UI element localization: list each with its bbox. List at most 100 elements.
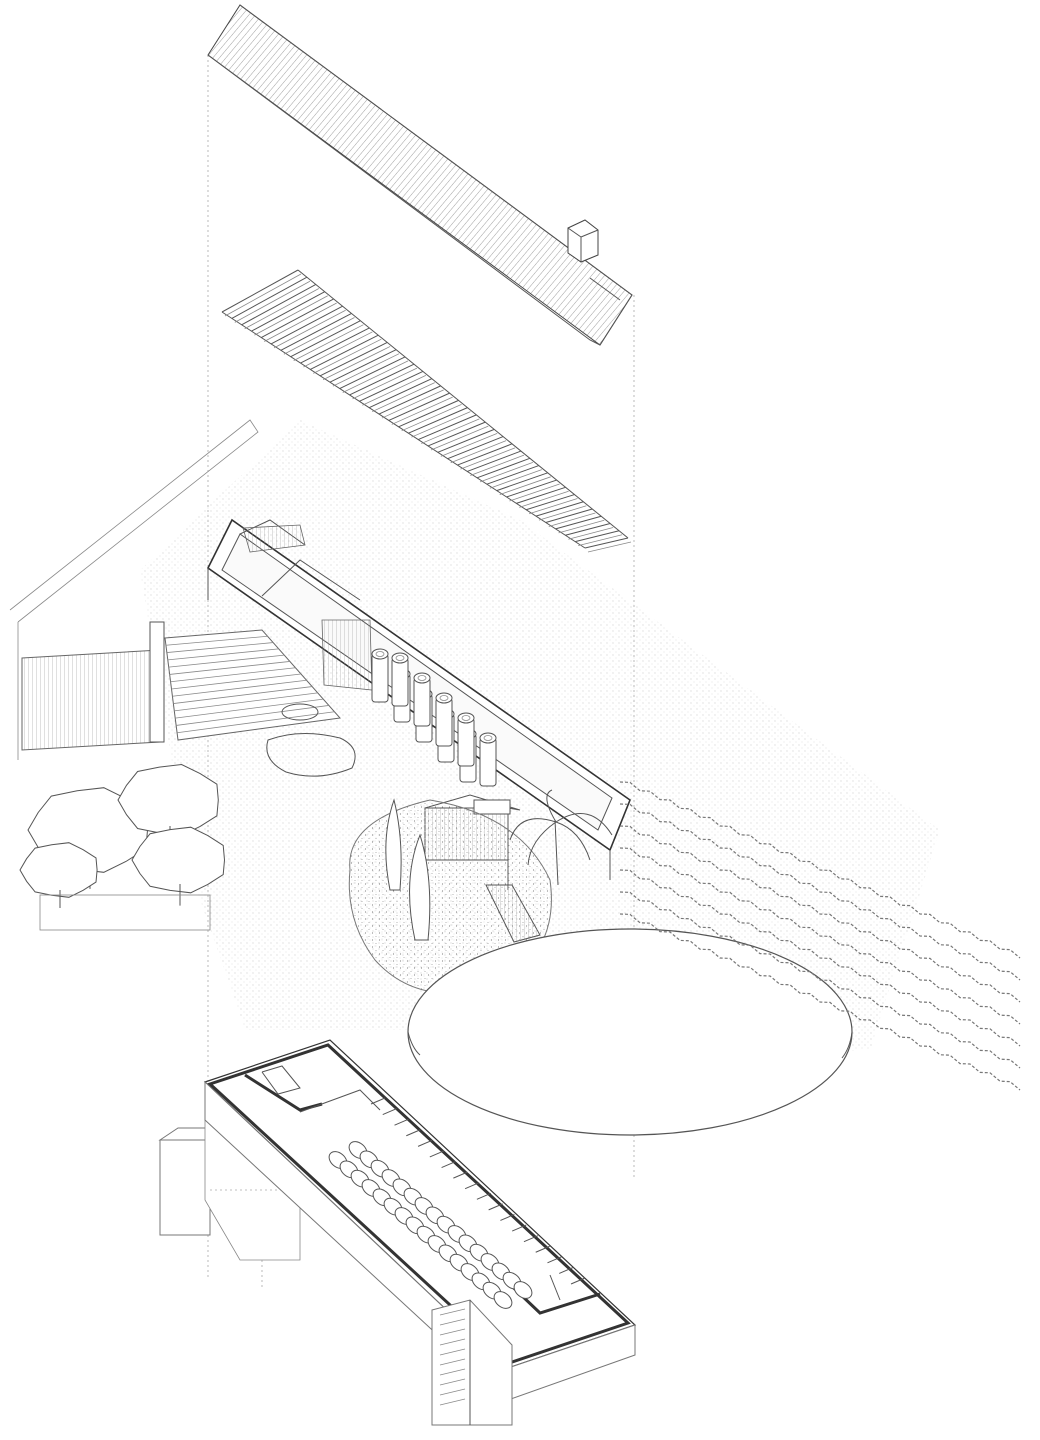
cellar-layer [158, 1039, 637, 1426]
vine-row [619, 803, 1021, 981]
rafter-shadow [499, 476, 551, 495]
rafter [516, 486, 566, 504]
rafter [300, 327, 370, 364]
roof-plane [207, 4, 633, 346]
rafter-shadow [460, 447, 516, 470]
rafter-shadow [371, 382, 435, 413]
stair-tread [165, 635, 268, 646]
stair-tread [176, 705, 329, 726]
wall-niche [382, 1108, 397, 1116]
rafter [388, 392, 450, 421]
rafter-shadow [529, 498, 578, 515]
rafter-shadow [264, 302, 337, 342]
stair-step [439, 1388, 466, 1396]
rafter [398, 399, 459, 428]
stair-step [439, 1348, 466, 1356]
barrel [493, 1291, 513, 1309]
rafter-shadow [332, 353, 400, 387]
rafter-shadow [489, 469, 542, 489]
wall-niche [535, 1245, 550, 1253]
rafter [319, 341, 388, 377]
interior-wall [261, 559, 361, 601]
vine-row [619, 847, 1021, 1025]
rafter [535, 501, 584, 517]
rafter [231, 276, 308, 319]
rafter-shadow [450, 440, 507, 464]
rafter-shadow [411, 411, 471, 438]
rafter-shadow [254, 295, 328, 336]
rafter [270, 305, 343, 345]
vine-row [619, 781, 1021, 959]
wall-niche [464, 1182, 480, 1190]
rafter [506, 479, 557, 498]
rafter-shadow [342, 360, 409, 393]
cellar-wall-niches [370, 1097, 586, 1285]
wall-niche [441, 1161, 456, 1168]
rafter [437, 428, 495, 453]
stair-tread [173, 686, 313, 704]
stair-tread [170, 667, 296, 683]
stair-tread [166, 642, 274, 653]
rafter [408, 407, 468, 434]
wall-niche [370, 1097, 386, 1105]
rafter-shadow [421, 418, 480, 444]
stair-step [439, 1308, 466, 1316]
rafter [467, 450, 522, 472]
tank-top [479, 732, 497, 744]
rafter-shadow [293, 324, 364, 362]
rafter [418, 414, 477, 441]
cellar-outer-wall [207, 1043, 631, 1364]
rafter [476, 457, 531, 479]
fermentation-tanks [371, 648, 497, 787]
vine-row [619, 825, 1021, 1003]
rafter-shadow [509, 483, 560, 502]
rafter-shadow [479, 461, 534, 483]
fermentation-tank [371, 653, 389, 703]
stair-tread [171, 673, 302, 690]
rafter-layer [221, 269, 632, 553]
rafter-shadow [234, 280, 311, 323]
stair-step [439, 1328, 466, 1336]
tank-top [457, 712, 475, 724]
cellar-room-wall-1 [244, 1073, 323, 1112]
tank-hatch [439, 695, 449, 701]
rafter [457, 443, 513, 466]
stair-tread [169, 661, 290, 675]
tank-top [371, 648, 389, 660]
stair-terrace [164, 629, 341, 741]
wine-barrels [328, 1141, 533, 1309]
rafter [427, 421, 486, 447]
chimney-icon [567, 219, 599, 263]
rafter [310, 334, 379, 370]
rafter-shadow [401, 404, 462, 432]
rafter [545, 508, 593, 523]
rafter [280, 313, 352, 351]
rafter [290, 320, 361, 358]
courtyard-planter [266, 703, 356, 777]
circular-lawn [407, 928, 853, 1136]
rafter-shadow [303, 331, 373, 368]
wall-niche [511, 1224, 527, 1232]
rafter [525, 494, 575, 511]
wall-niche [417, 1139, 433, 1147]
rafter-beam-upper [297, 269, 629, 539]
rafter [221, 269, 299, 313]
fermentation-tank [457, 717, 475, 767]
rafter-shadow [440, 432, 498, 457]
cellar-room-small [261, 1065, 301, 1095]
rafter-shadow [224, 273, 302, 317]
wall-niche [570, 1277, 586, 1285]
tank-hatch [395, 655, 405, 661]
vineyard-rows [619, 781, 1021, 1091]
rafter [378, 385, 441, 415]
stair-step [439, 1318, 466, 1326]
rafter-shadow [352, 367, 418, 400]
rafter-shadow [273, 309, 346, 349]
rafter [496, 472, 548, 492]
interior-partition [321, 619, 373, 691]
rafter [339, 356, 406, 389]
stair-tread [175, 698, 324, 719]
tree-canopy-icon [19, 842, 98, 898]
rafter [368, 378, 432, 409]
